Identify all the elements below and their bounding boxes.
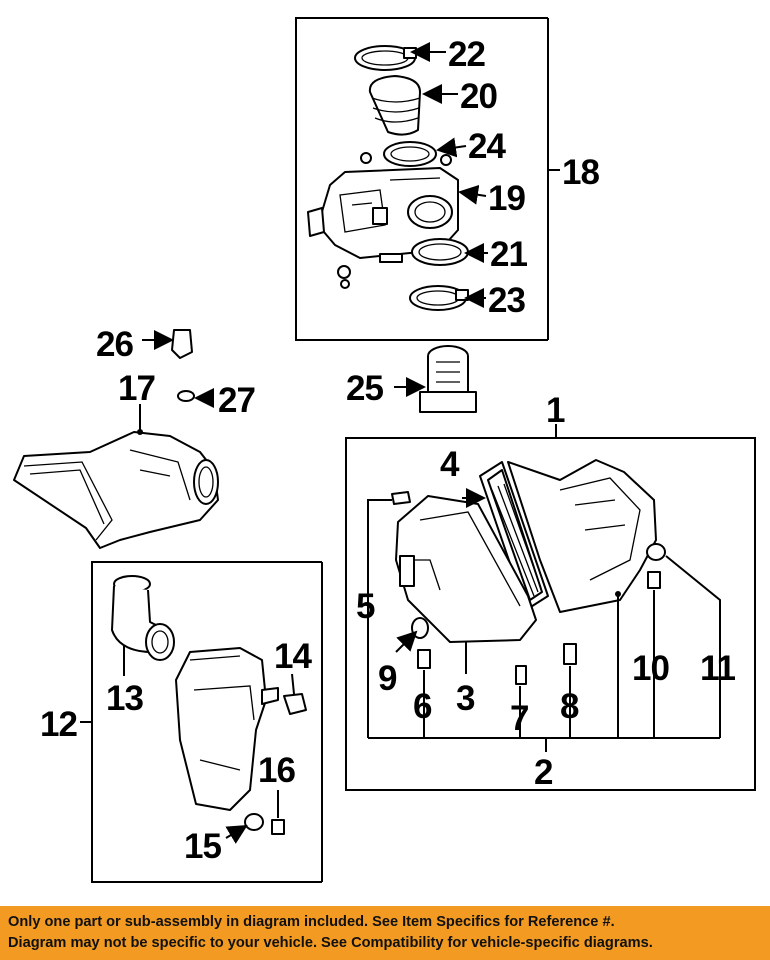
duct-17-part: [13, 431, 219, 549]
callout-16: 16: [258, 751, 295, 790]
callout-8: 8: [560, 687, 579, 726]
group-1-box: [345, 424, 756, 791]
callout-1: 1: [546, 391, 565, 430]
callout-12: 12: [40, 705, 77, 744]
callout-19: 19: [488, 179, 525, 218]
callout-7: 7: [510, 699, 528, 738]
callout-18: 18: [562, 153, 599, 192]
callout-5: 5: [356, 587, 375, 626]
callout-11: 11: [700, 649, 736, 688]
callout-15: 15: [184, 827, 221, 866]
clamp-24-part: [383, 141, 437, 167]
callout-3: 3: [456, 679, 475, 718]
clamp-22-part: [354, 45, 417, 71]
disclaimer-line-2: Diagram may not be specific to your vehi…: [8, 935, 653, 951]
callout-24: 24: [468, 127, 506, 166]
callout-labels: 22 20 24 18 19 21 23 26 17 27 25 1 4 5 9…: [40, 35, 737, 866]
resonator-part: [175, 647, 279, 811]
callout-25: 25: [346, 369, 383, 408]
callout-10: 10: [632, 649, 669, 688]
grommet-27-part: [177, 390, 195, 402]
callout-17: 17: [118, 369, 155, 408]
grommet-11-part: [646, 543, 666, 561]
callout-14: 14: [274, 637, 312, 676]
fitting-14-part: [283, 693, 307, 715]
callout-13: 13: [106, 679, 143, 718]
fitting-15-part: [244, 813, 264, 831]
disclaimer-line-1: Only one part or sub-assembly in diagram…: [8, 914, 615, 930]
sensor-25-part: [419, 345, 477, 413]
callout-21: 21: [490, 235, 527, 274]
callout-26: 26: [96, 325, 133, 364]
air-cleaner-case-3-part: [395, 495, 537, 643]
parts-diagram: 22 20 24 18 19 21 23 26 17 27 25 1 4 5 9…: [13, 17, 756, 883]
hose-13-part: [111, 575, 175, 661]
callout-20: 20: [460, 77, 497, 116]
air-cleaner-cover-part: [507, 459, 657, 613]
clamp-21-part: [337, 238, 469, 289]
bolt-6-part: [417, 649, 431, 669]
callout-6: 6: [413, 687, 432, 726]
filter-4-part: [479, 461, 549, 611]
callout-4: 4: [440, 445, 460, 484]
callout-9: 9: [378, 659, 397, 698]
sensor-26-part: [171, 329, 193, 359]
bolt-8-part: [563, 643, 577, 665]
bolt-5-part: [391, 491, 411, 505]
callout-27: 27: [218, 381, 255, 420]
callout-2: 2: [534, 753, 553, 792]
disclaimer-banner: Only one part or sub-assembly in diagram…: [0, 906, 770, 960]
clip-7-part: [515, 665, 527, 685]
group-12-box: [80, 561, 323, 883]
boot-20-part: [368, 75, 421, 136]
callout-23: 23: [488, 281, 525, 320]
bolt-10-part: [647, 571, 661, 589]
clip-16-part: [271, 819, 285, 835]
clamp-23-part: [409, 285, 469, 311]
callout-22: 22: [448, 35, 485, 74]
group-18-box: [295, 17, 560, 341]
